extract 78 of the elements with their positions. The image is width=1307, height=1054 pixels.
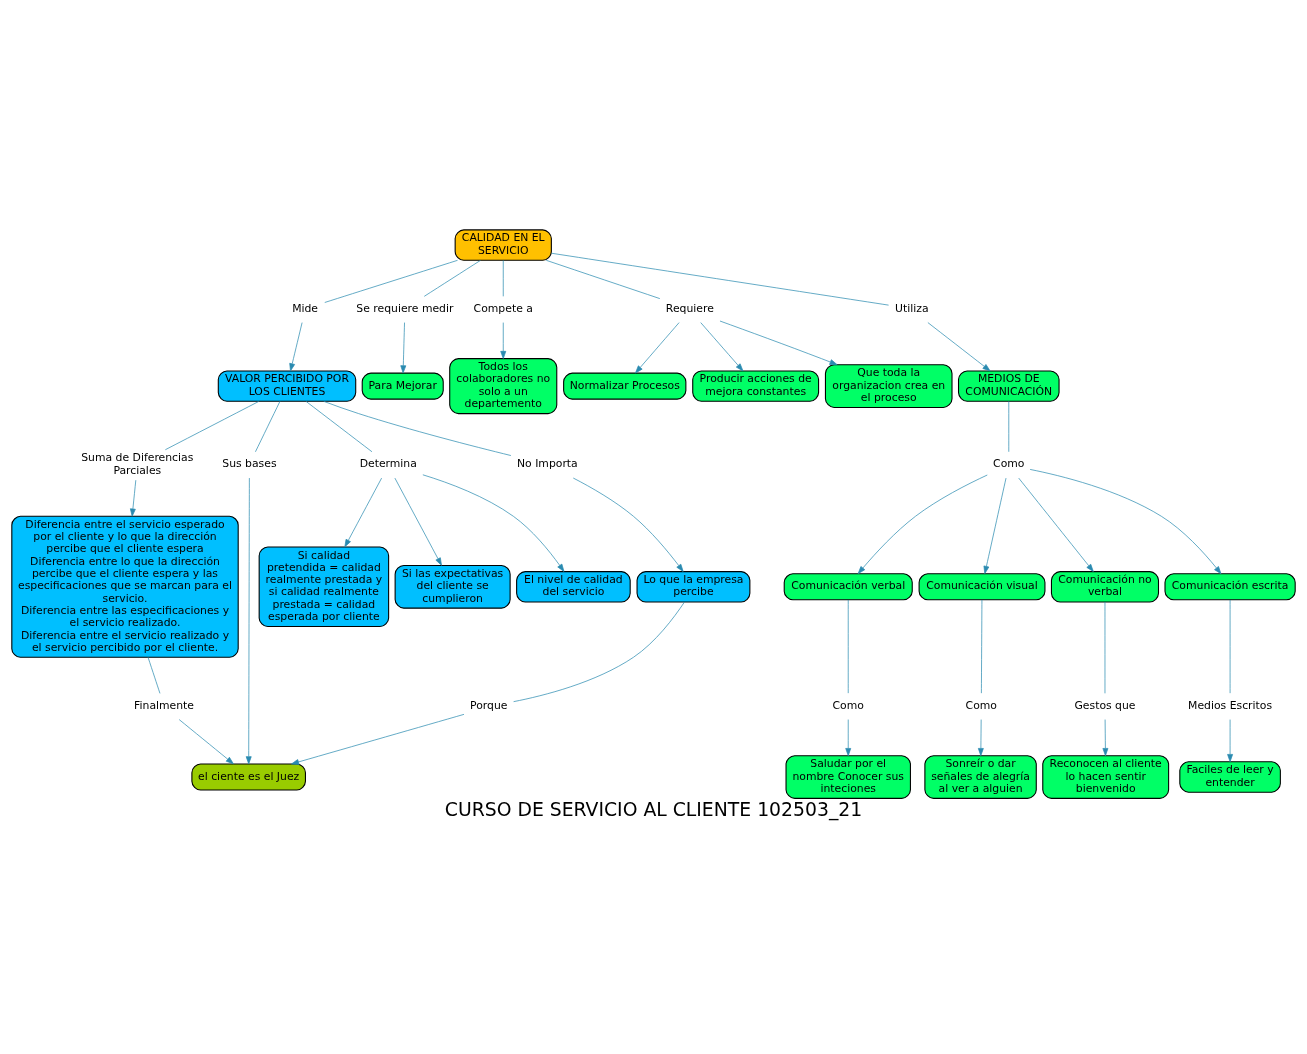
node-box: VALOR PERCIBIDO POR LOS CLIENTES <box>217 369 357 402</box>
node-box: Faciles de leer y entender <box>1179 760 1281 793</box>
arrow <box>635 321 680 373</box>
node-text: Mide <box>292 301 319 315</box>
connector <box>1104 601 1106 694</box>
node-box: MEDIOS DE COMUNICACIÓN <box>958 369 1060 402</box>
connector <box>1229 599 1231 693</box>
node-text: Requiere <box>665 301 714 315</box>
arrow <box>1102 718 1109 756</box>
connector <box>502 259 504 297</box>
connector <box>323 400 512 456</box>
connector <box>423 259 481 297</box>
node-box: Comunicación escrita <box>1164 572 1296 600</box>
arrow <box>291 713 465 765</box>
node-box: Comunicación visual <box>918 572 1046 600</box>
arrow <box>422 473 565 572</box>
arrow <box>130 479 137 517</box>
arrow <box>289 321 303 371</box>
node-box: Producir acciones de mejora constantes <box>692 369 820 402</box>
connector <box>255 400 281 452</box>
arrow <box>857 474 988 574</box>
node-box: Diferencia entre el servicio esperado por el cliente y lo que la dirección percibe que el cliente espera Diferencia entre lo que la dirección percibe que el cliente espera y las especificaciones que se marcan para el servicio. Diferencia entre las especificaciones y el servicio realizado. Diferencia entre el servicio realizado y el servicio percibido por el cliente. <box>11 515 239 658</box>
node-text: Se requiere medir <box>356 301 454 315</box>
arrow <box>500 321 507 359</box>
connector <box>545 259 661 299</box>
connector <box>164 400 260 450</box>
node-box: Todos los colaboradores no solo a un departemento <box>449 357 558 414</box>
arrow <box>245 477 252 764</box>
node-box: Que toda la organizacion crea en el proceso <box>824 363 953 408</box>
node-text: Finalmente <box>134 698 195 712</box>
arrow <box>1018 477 1094 572</box>
arrow <box>1029 468 1222 574</box>
node-text: Como <box>832 698 864 712</box>
arrow <box>845 718 852 756</box>
connector <box>1008 400 1010 452</box>
node-text: Medios Escritos <box>1188 698 1273 712</box>
node-text: Sus bases <box>222 456 277 470</box>
connector <box>324 259 458 303</box>
node-box: Para Mejorar <box>361 372 444 400</box>
node-box: Lo que la empresa percibe <box>636 570 751 603</box>
connector <box>305 400 373 452</box>
arrow <box>344 477 382 547</box>
node-text: Gestos que <box>1074 698 1136 712</box>
node-box: CALIDAD EN EL SERVICIO <box>454 228 552 261</box>
node-box: Comunicación verbal <box>783 572 913 600</box>
connector <box>147 656 161 694</box>
arrow <box>178 718 234 764</box>
connector <box>513 601 685 702</box>
node-box: Si las expectativas del cliente se cumplieron <box>394 564 511 609</box>
node-box: Normalizar Procesos <box>563 372 687 400</box>
connector <box>981 599 983 693</box>
node-box: El nivel de calidad del servicio <box>516 570 631 603</box>
arrow <box>1227 718 1233 762</box>
node-text: Determina <box>359 456 417 470</box>
node-text: Como <box>993 456 1025 470</box>
arrow <box>978 718 984 756</box>
arrow <box>572 477 684 572</box>
node-box: Saludar por el nombre Conocer sus inteciones <box>785 754 911 799</box>
node-text: Como <box>965 698 997 712</box>
arrow <box>394 477 442 566</box>
arrow <box>983 477 1007 574</box>
node-box: Sonreír o dar señales de alegría al ver a alguien <box>924 754 1037 799</box>
node-text: Compete a <box>473 301 533 315</box>
arrow <box>400 321 407 373</box>
node-text: Porque <box>470 698 508 712</box>
node-text: Utiliza <box>895 301 929 315</box>
node-box: Si calidad pretendida = calidad realmente prestada y si calidad realmente prestada = calidad esperada por cliente <box>258 546 390 627</box>
connector <box>847 599 849 693</box>
arrow <box>719 320 838 365</box>
diagram-title: CURSO DE SERVICIO AL CLIENTE 102503_21 <box>444 798 863 820</box>
arrow <box>927 321 991 371</box>
connector <box>551 252 889 305</box>
arrow <box>700 321 744 371</box>
node-text: Suma de Diferencias Parciales <box>81 450 194 477</box>
node-box: Reconocen al cliente lo hacen sentir bienvenido <box>1042 754 1170 799</box>
node-box: Comunicación no verbal <box>1050 570 1160 603</box>
node-box: el ciente es el Juez <box>191 762 306 791</box>
node-text: No Importa <box>516 456 578 470</box>
